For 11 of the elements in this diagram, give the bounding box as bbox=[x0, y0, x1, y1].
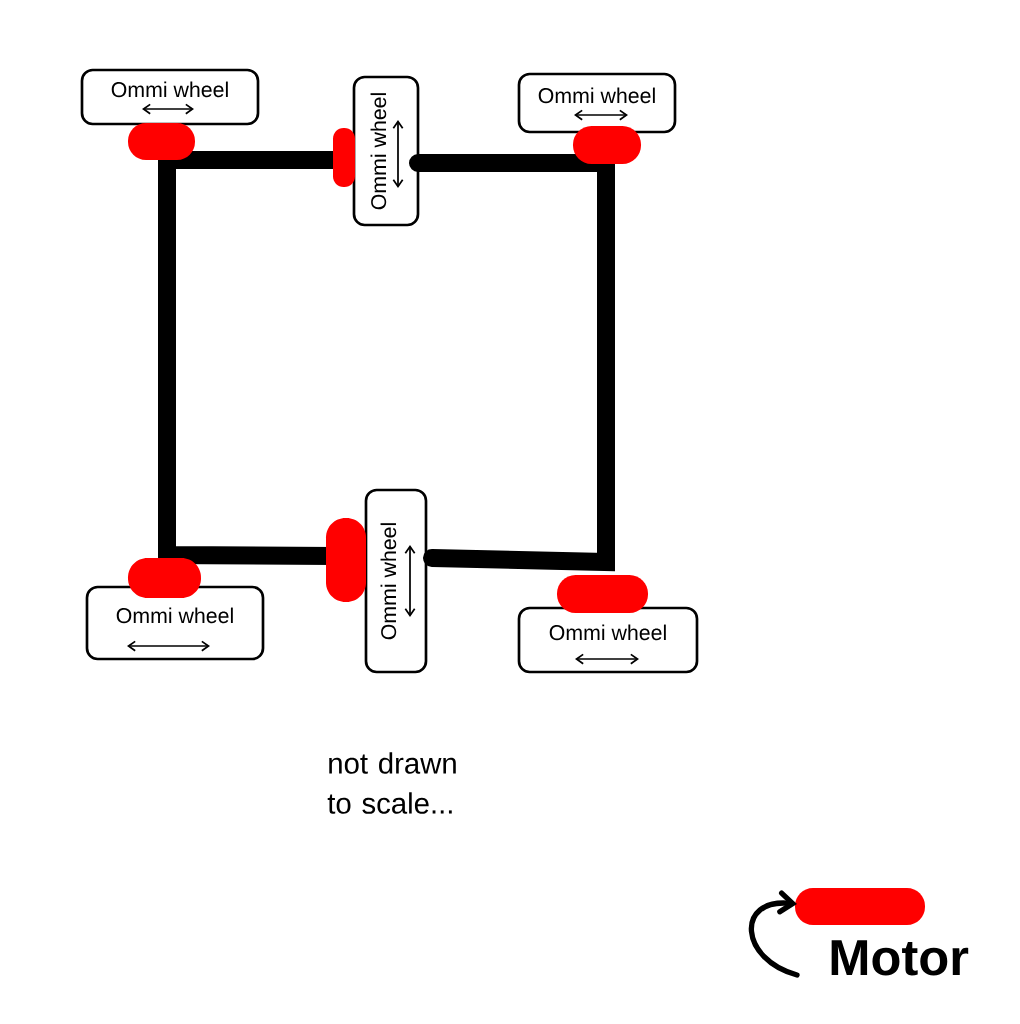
note-text: not drawn to scale... bbox=[327, 752, 456, 814]
motor-symbol bbox=[128, 123, 195, 160]
wheel-box: Ommi wheel bbox=[80, 68, 260, 126]
legend-label: Motor bbox=[831, 940, 969, 976]
motor-symbol bbox=[557, 575, 648, 613]
wheel-box: Ommi wheel bbox=[364, 488, 428, 674]
motor-symbol bbox=[128, 558, 201, 598]
motor-symbol bbox=[333, 128, 355, 187]
motor-symbol bbox=[573, 126, 641, 164]
wheel-box: Ommi wheel bbox=[352, 75, 420, 227]
motor-symbol bbox=[326, 518, 366, 602]
